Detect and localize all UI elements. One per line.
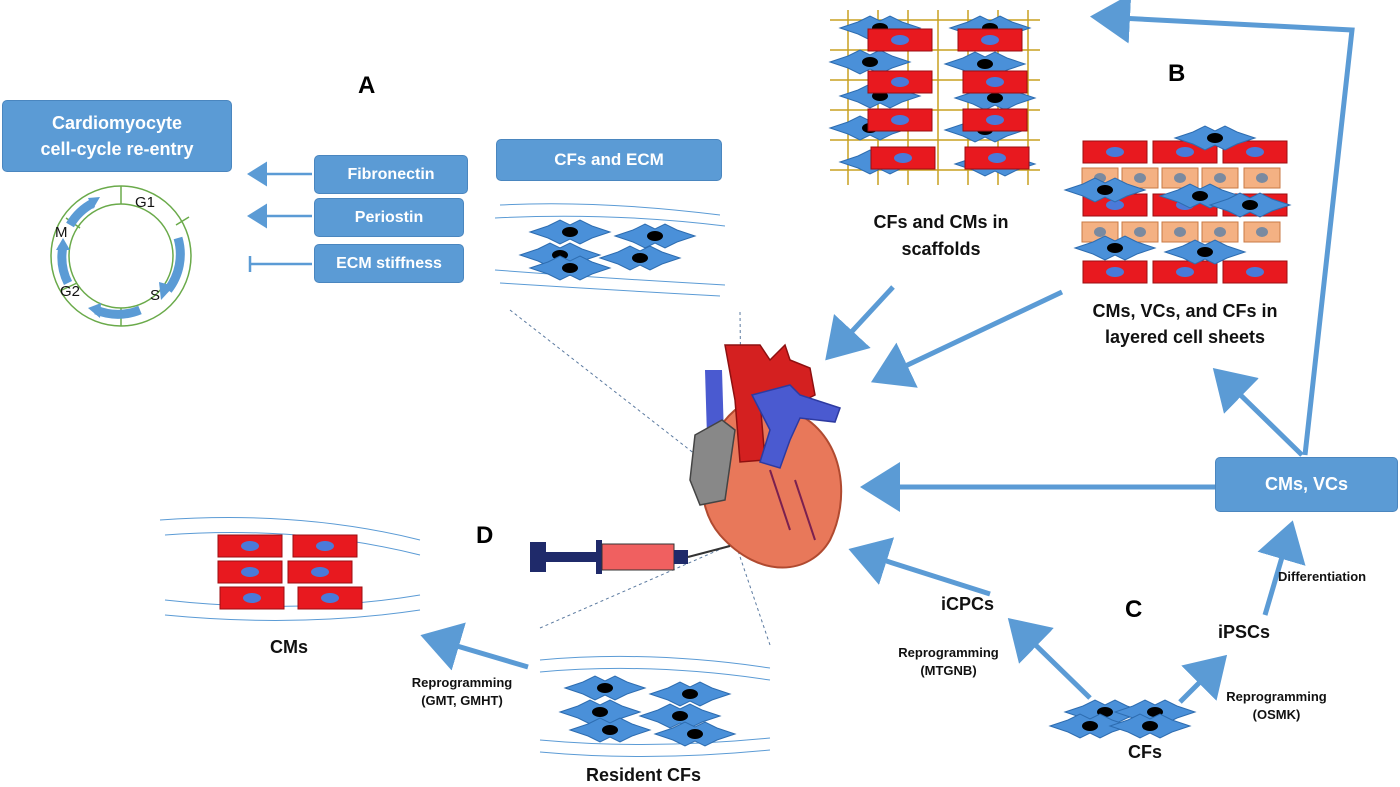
sheet-caption: CMs, VCs, and CFs in layered cell sheets xyxy=(1075,298,1295,350)
cms-label-d: CMs xyxy=(270,637,309,657)
syringe-illustration xyxy=(530,540,731,574)
phase-m: M xyxy=(55,224,68,241)
resident-cfs-label: Resident CFs xyxy=(586,765,702,785)
cell-cycle-diagram xyxy=(50,185,192,327)
phase-g2: G2 xyxy=(60,283,81,300)
phase-s: S xyxy=(150,287,161,304)
icpcs-label: iCPCs xyxy=(941,594,995,614)
sheet-caption-line1: CMs, VCs, and CFs in xyxy=(1092,301,1278,321)
cell-cycle-title-line1: Cardiomyocyte xyxy=(51,112,183,133)
scaffold-caption-line1: CFs and CMs in xyxy=(873,212,1009,232)
cfs-label: CFs xyxy=(1128,742,1163,762)
cfs-cluster-c xyxy=(1049,699,1196,739)
reprogramming-gmt-line1: Reprogramming xyxy=(411,675,513,690)
reprogramming-mtgnb-label: Reprogramming (MTGNB) xyxy=(886,644,1011,679)
cell-cycle-title-box: Cardiomyocyte cell-cycle re-entry xyxy=(2,100,232,172)
cfs-ecm-illustration xyxy=(494,203,726,297)
reprogramming-osmk-label: Reprogramming (OSMK) xyxy=(1213,688,1340,723)
reprogramming-mtgnb-line1: Reprogramming xyxy=(898,645,999,660)
cfs-ecm-box: CFs and ECM xyxy=(496,139,722,181)
differentiation-label: Differentiation xyxy=(1278,569,1367,584)
phase-g1: G1 xyxy=(135,194,156,211)
reprogramming-gmt-label: Reprogramming (GMT, GMHT) xyxy=(398,674,526,709)
ipscs-label: iPSCs xyxy=(1218,622,1271,642)
heart-illustration xyxy=(689,343,843,569)
sheet-caption-line2: layered cell sheets xyxy=(1104,327,1266,348)
reprogramming-mtgnb-line2: (MTGNB) xyxy=(920,662,977,678)
resident-cfs-illustration xyxy=(539,655,771,758)
section-b-label: B xyxy=(1168,60,1186,87)
cell-cycle-title-line2: cell-cycle re-entry xyxy=(40,139,194,159)
section-d-label: D xyxy=(476,522,494,549)
layered-sheet-illustration xyxy=(1064,125,1291,284)
section-c-label: C xyxy=(1125,596,1143,623)
reprogramming-osmk-line1: Reprogramming xyxy=(1226,689,1327,704)
cms-illustration-d xyxy=(159,517,421,621)
scaffold-caption: CFs and CMs in scaffolds xyxy=(846,209,1036,263)
fibronectin-box: Fibronectin xyxy=(314,155,468,194)
cms-vcs-box: CMs, VCs xyxy=(1215,457,1398,512)
section-a-label: A xyxy=(358,72,376,99)
reprogramming-osmk-line2: (OSMK) xyxy=(1252,706,1301,722)
scaffold-illustration xyxy=(829,10,1040,185)
periostin-box: Periostin xyxy=(314,198,464,237)
ecm-stiffness-box: ECM stiffness xyxy=(314,244,464,283)
reprogramming-gmt-line2: (GMT, GMHT) xyxy=(421,692,503,708)
scaffold-caption-line2: scaffolds xyxy=(901,239,981,259)
